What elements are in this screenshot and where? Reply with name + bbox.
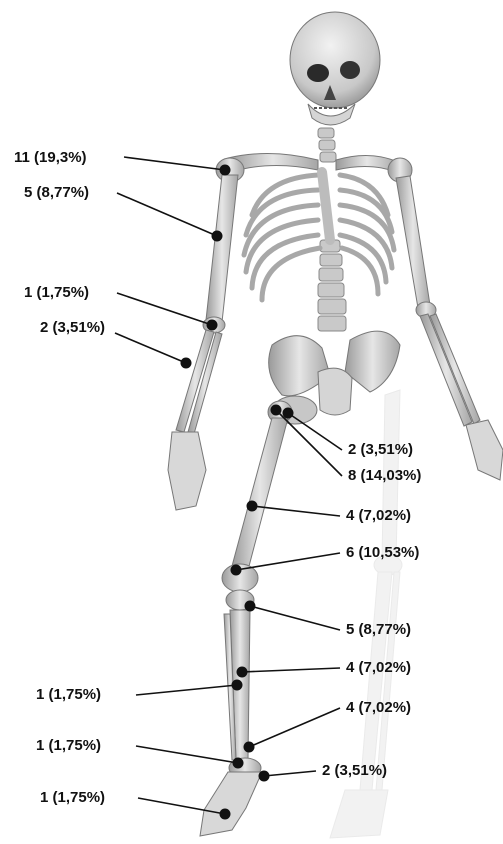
label-clavicle-right: 11 (19,3%) bbox=[14, 150, 87, 166]
label-distal-tibia: 4 (7,02%) bbox=[346, 700, 411, 716]
marker-fibula-mid bbox=[232, 680, 243, 691]
skull bbox=[290, 12, 380, 125]
label-lateral-malleolus: 1 (1,75%) bbox=[36, 738, 101, 754]
label-distal-femur: 6 (10,53%) bbox=[346, 545, 419, 561]
label-elbow-right: 1 (1,75%) bbox=[24, 285, 89, 301]
leader-line-tibia-mid bbox=[242, 668, 340, 672]
leader-line-forearm-right bbox=[115, 333, 186, 363]
rib-cage bbox=[244, 172, 394, 300]
label-femur-shaft: 4 (7,02%) bbox=[346, 508, 411, 524]
marker-distal-tibia bbox=[244, 742, 255, 753]
marker-femur-shaft bbox=[247, 501, 258, 512]
marker-femoral-neck bbox=[271, 405, 282, 416]
leader-line-humerus-right bbox=[117, 193, 217, 236]
label-hip-acetabulum: 2 (3,51%) bbox=[348, 442, 413, 458]
label-medial-malleolus: 2 (3,51%) bbox=[322, 763, 387, 779]
label-fibula-mid: 1 (1,75%) bbox=[36, 687, 101, 703]
leader-line-elbow-right bbox=[117, 293, 212, 325]
label-proximal-tibia: 5 (8,77%) bbox=[346, 622, 411, 638]
label-tibia-mid: 4 (7,02%) bbox=[346, 660, 411, 676]
marker-elbow-right bbox=[207, 320, 218, 331]
label-humerus-right: 5 (8,77%) bbox=[24, 185, 89, 201]
label-foot-metatarsal: 1 (1,75%) bbox=[40, 790, 105, 806]
marker-foot-metatarsal bbox=[220, 809, 231, 820]
leader-line-clavicle-right bbox=[124, 157, 225, 170]
marker-tibia-mid bbox=[237, 667, 248, 678]
marker-lateral-malleolus bbox=[233, 758, 244, 769]
leader-line-distal-tibia bbox=[249, 708, 340, 747]
leader-line-fibula-mid bbox=[136, 685, 237, 695]
leader-line-medial-malleolus bbox=[264, 771, 316, 776]
marker-distal-femur bbox=[231, 565, 242, 576]
marker-clavicle-right bbox=[220, 165, 231, 176]
marker-humerus-right bbox=[212, 231, 223, 242]
marker-forearm-right bbox=[181, 358, 192, 369]
marker-proximal-tibia bbox=[245, 601, 256, 612]
marker-hip-acetabulum bbox=[283, 408, 294, 419]
leader-line-proximal-tibia bbox=[250, 606, 340, 630]
label-femoral-neck: 8 (14,03%) bbox=[348, 468, 421, 484]
left-arm bbox=[396, 176, 503, 480]
marker-medial-malleolus bbox=[259, 771, 270, 782]
right-arm bbox=[168, 175, 238, 510]
label-forearm-right: 2 (3,51%) bbox=[40, 320, 105, 336]
leader-line-hip-acetabulum bbox=[288, 413, 342, 450]
right-leg bbox=[200, 401, 292, 836]
leader-line-lateral-malleolus bbox=[136, 746, 238, 763]
leader-line-femur-shaft bbox=[252, 506, 340, 516]
